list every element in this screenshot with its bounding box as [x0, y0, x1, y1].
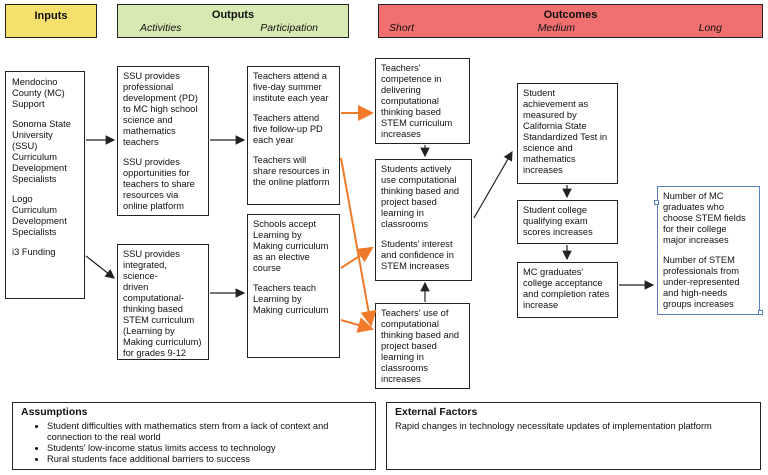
external-factors-text: Rapid changes in technology necessitate … — [395, 421, 712, 431]
medium-college-text: MC graduates' college acceptance and com… — [523, 267, 610, 310]
inputs-box: Mendocino County (MC) Support Sonoma Sta… — [5, 71, 85, 299]
short-teachers-use-text: Teachers' use of computational thinking … — [381, 308, 460, 384]
activity-online-text: SSU provides opportunities for teachers … — [123, 157, 195, 211]
arrow-students-to-achievement — [473, 150, 513, 219]
selection-handle-bottom-right[interactable] — [758, 310, 763, 315]
activity-curriculum-box: SSU provides integrated, science- driven… — [117, 244, 209, 360]
medium-achievement-text: Student achievement as measured by Calif… — [523, 88, 608, 175]
participation-summer: Teachers attend a five-day summer instit… — [253, 71, 329, 103]
external-factors-title: External Factors — [395, 406, 478, 418]
participation-accept: Schools accept Learning by Making curric… — [253, 219, 329, 273]
assumption-item: Rural students face additional barriers … — [47, 454, 367, 465]
orange-arrow-schools-to-teacheruse — [340, 317, 374, 333]
assumption-item: Students' low-income status limits acces… — [47, 443, 367, 454]
assumptions-title: Assumptions — [21, 406, 88, 418]
orange-arrow-schools-to-students — [340, 246, 374, 269]
inputs-header-title: Inputs — [34, 10, 68, 22]
medium-exam-text: Student college qualifying exam scores i… — [523, 205, 593, 237]
participation-teachers-box: Teachers attend a five-day summer instit… — [247, 66, 340, 205]
inputs-header: Inputs — [5, 4, 97, 38]
participation-followup: Teachers attend five follow-up PD each y… — [253, 113, 323, 145]
input-i3-funding: i3 Funding — [12, 247, 56, 257]
input-ssu-specialists: Sonoma State University (SSU) Curriculum… — [12, 119, 71, 184]
assumption-item: Student difficulties with mathematics st… — [47, 421, 367, 443]
short-competence-text: Teachers' competence in delivering compu… — [381, 63, 453, 139]
participation-share: Teachers will share resources in the onl… — [253, 155, 330, 187]
orange-arrow-teachers-to-teacheruse — [340, 157, 377, 327]
outcomes-header: Outcomes Short Medium Long — [378, 4, 763, 38]
participation-teach: Teachers teach Learning by Making curric… — [253, 283, 329, 315]
long-outcomes-box: Number of MC graduates who choose STEM f… — [657, 186, 760, 315]
participation-schools-box: Schools accept Learning by Making curric… — [247, 214, 340, 358]
medium-college-box: MC graduates' college acceptance and com… — [517, 262, 618, 318]
long-stem-professionals: Number of STEM professionals from under-… — [663, 255, 740, 309]
outputs-header-title: Outputs — [211, 9, 255, 21]
input-logo-specialists: Logo Curriculum Development Specialists — [12, 194, 67, 237]
outputs-header: Outputs Activities Participation — [117, 4, 349, 38]
outcomes-header-title: Outcomes — [543, 9, 598, 21]
medium-label: Medium — [537, 22, 576, 34]
selection-handle-top-left[interactable] — [654, 200, 659, 205]
activity-pd-text: SSU provides professional development (P… — [123, 71, 198, 147]
external-factors-box: External Factors Rapid changes in techno… — [386, 402, 761, 470]
assumptions-box: Assumptions Student difficulties with ma… — [12, 402, 376, 470]
short-competence-box: Teachers' competence in delivering compu… — [375, 58, 470, 144]
arrow-inputs-to-curriculum — [85, 255, 115, 279]
activity-pd-box: SSU provides professional development (P… — [117, 66, 209, 216]
activities-label: Activities — [140, 22, 182, 34]
assumptions-list: Student difficulties with mathematics st… — [21, 421, 367, 465]
short-students-use: Students actively use computational thin… — [381, 164, 460, 229]
short-students-interest: Students' interest and confidence in STE… — [381, 239, 454, 271]
activity-curriculum-text: SSU provides integrated, science- driven… — [123, 249, 202, 358]
participation-label: Participation — [260, 22, 318, 34]
long-label: Long — [698, 22, 722, 34]
short-label: Short — [389, 22, 415, 34]
medium-achievement-box: Student achievement as measured by Calif… — [517, 83, 618, 184]
medium-exam-box: Student college qualifying exam scores i… — [517, 200, 618, 244]
short-teachers-use-box: Teachers' use of computational thinking … — [375, 303, 470, 389]
short-students-box: Students actively use computational thin… — [375, 159, 472, 281]
long-stem-majors: Number of MC graduates who choose STEM f… — [663, 191, 746, 245]
input-mc-support: Mendocino County (MC) Support — [12, 77, 65, 109]
